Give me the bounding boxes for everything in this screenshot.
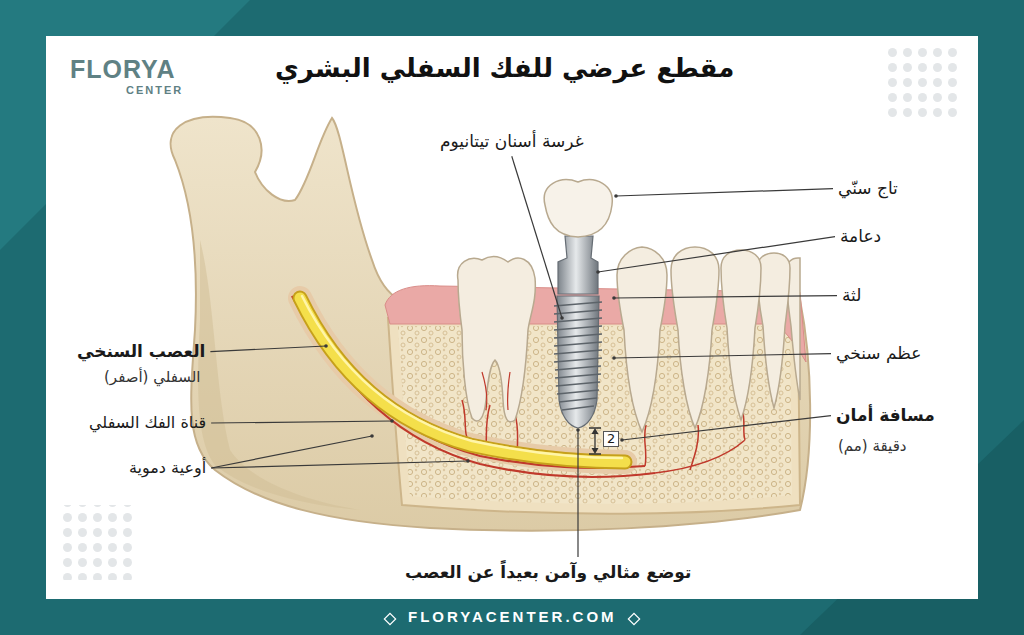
leader-dot (370, 434, 374, 438)
mandible (171, 117, 811, 531)
leader-line (210, 346, 326, 352)
tooth-pulp-vessel (482, 372, 510, 410)
leader-dot (620, 438, 624, 442)
leader-line (211, 436, 372, 468)
footer-url: FLORYACENTER.COM (408, 608, 617, 627)
safety-bracket (589, 428, 601, 454)
leader-line (211, 461, 468, 468)
title: مقطع عرضي للفك السفلي البشري (275, 52, 734, 85)
leader-dot (612, 296, 616, 300)
tooth (617, 247, 667, 432)
part-label: لثة (842, 285, 861, 306)
leader-dot (614, 194, 618, 198)
leader-dot (612, 356, 616, 360)
part-label: أوعية دموية (129, 458, 206, 478)
part-label: عظم سنخي (836, 343, 921, 364)
part-label: مسافة أمان (836, 405, 935, 426)
abutment (558, 236, 598, 294)
part-sublabel: دقيقة (مم) (838, 437, 907, 456)
leader-line (512, 156, 562, 318)
part-sublabel: السفلي (أصفر) (104, 368, 200, 387)
leader-line (616, 189, 833, 196)
tooth (721, 250, 761, 420)
leader-line (614, 296, 837, 298)
dimension-label: 2 (603, 431, 619, 447)
leader-dot (390, 419, 394, 423)
part-label: غرسة أسنان تيتانيوم (440, 131, 584, 152)
tooth (671, 247, 719, 428)
part-label: قناة الفك السفلي (89, 413, 206, 433)
leader-dot (560, 316, 564, 320)
leader-line (614, 354, 831, 358)
implant-threads (554, 302, 602, 410)
leader-dot (466, 459, 470, 463)
footer-diamond (384, 613, 395, 624)
bone-shading (198, 240, 360, 510)
leader-dot (324, 344, 328, 348)
tooth (757, 253, 790, 408)
leader-line (577, 430, 578, 557)
leader-line (598, 237, 835, 272)
bracket-arrowhead (592, 428, 599, 454)
note-label: توضع مثالي وآمن بعيداً عن العصب (401, 561, 695, 584)
part-label: العصب السنخي (77, 341, 205, 362)
part-label: دعامة (840, 226, 881, 247)
decor-dots (885, 45, 960, 120)
leader-line (622, 416, 831, 440)
logo-subtext: CENTER (126, 84, 183, 98)
leader-line (211, 421, 392, 423)
crown (544, 180, 612, 237)
leader-dot (576, 428, 580, 432)
panel (46, 36, 978, 599)
footer-diamond (628, 613, 639, 624)
molar-tooth (458, 256, 536, 421)
decor-dots (58, 505, 133, 580)
leader-dot (596, 270, 600, 274)
logo-text: FLORYA (70, 54, 176, 85)
part-label: تاج سنّي (838, 178, 898, 199)
